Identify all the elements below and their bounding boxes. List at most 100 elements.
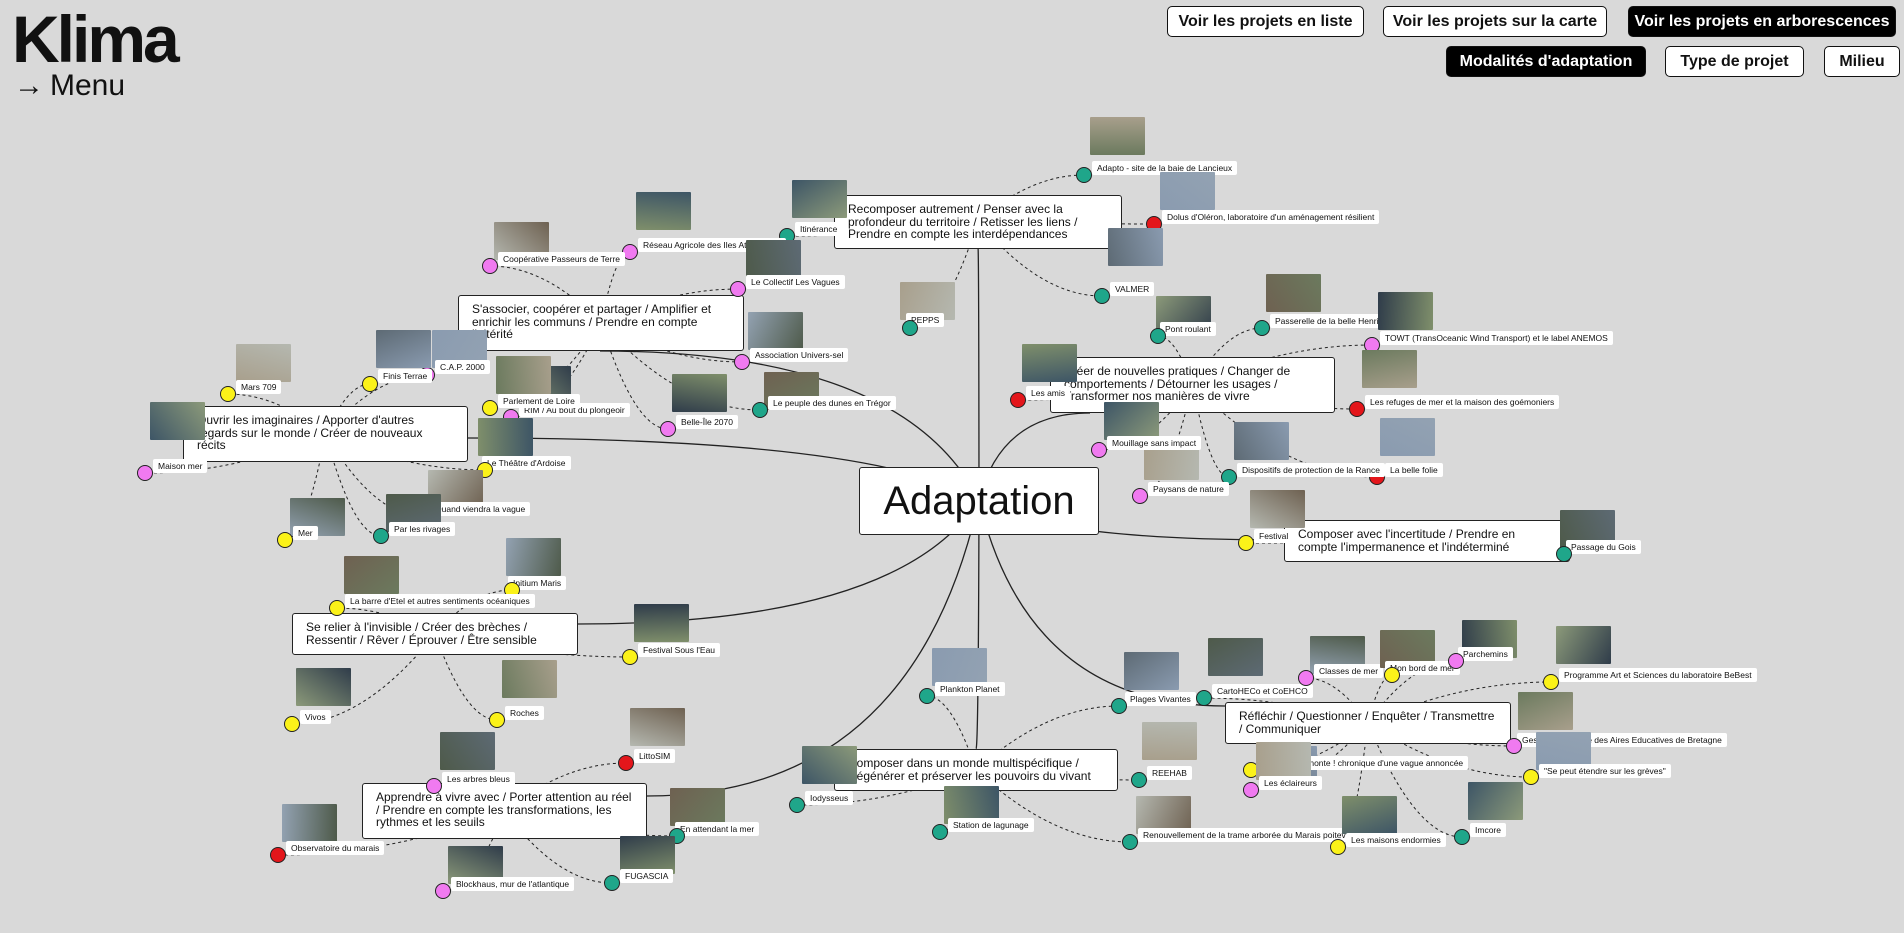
project-dot[interactable] xyxy=(1556,546,1572,562)
category-node[interactable]: Composer avec l'incertitude / Prendre en… xyxy=(1284,520,1570,562)
project-dot[interactable] xyxy=(489,712,505,728)
view-list-button[interactable]: Voir les projets en liste xyxy=(1167,6,1364,37)
project-label[interactable]: Quand viendra la vague xyxy=(430,502,531,516)
project-dot[interactable] xyxy=(284,716,300,732)
project-thumbnail[interactable] xyxy=(496,356,551,394)
category-node[interactable]: Se relier à l'invisible / Créer des brèc… xyxy=(292,613,578,655)
project-thumbnail[interactable] xyxy=(1380,418,1435,456)
project-label[interactable]: Mars 709 xyxy=(236,380,282,394)
project-thumbnail[interactable] xyxy=(296,668,351,706)
project-dot[interactable] xyxy=(1132,488,1148,504)
project-thumbnail[interactable] xyxy=(1022,344,1077,382)
project-label[interactable]: REEHAB xyxy=(1147,766,1192,780)
category-node[interactable]: Réfléchir / Questionner / Enquêter / Tra… xyxy=(1225,702,1511,744)
project-thumbnail[interactable] xyxy=(1160,172,1215,210)
project-label[interactable]: Dispositifs de protection de la Rance xyxy=(1237,463,1385,477)
project-thumbnail[interactable] xyxy=(1556,626,1611,664)
project-dot[interactable] xyxy=(1010,392,1026,408)
project-label[interactable]: Programme Art et Sciences du laboratoire… xyxy=(1559,668,1757,682)
category-node[interactable]: Composer dans un monde multispécifique /… xyxy=(834,749,1118,791)
project-dot[interactable] xyxy=(919,688,935,704)
project-thumbnail[interactable] xyxy=(802,746,857,784)
klima-logo[interactable]: Klima xyxy=(12,2,180,76)
project-thumbnail[interactable] xyxy=(1378,292,1433,330)
project-thumbnail[interactable] xyxy=(1362,350,1417,388)
project-label[interactable]: Imcore xyxy=(1470,823,1506,837)
project-dot[interactable] xyxy=(426,778,442,794)
project-thumbnail[interactable] xyxy=(1266,274,1321,312)
view-tree-button[interactable]: Voir les projets en arborescences xyxy=(1628,6,1896,37)
project-thumbnail[interactable] xyxy=(236,344,291,382)
project-dot[interactable] xyxy=(277,532,293,548)
project-label[interactable]: Dolus d'Oléron, laboratoire d'un aménage… xyxy=(1162,210,1380,224)
project-dot[interactable] xyxy=(1091,442,1107,458)
project-label[interactable]: Mouillage sans impact xyxy=(1107,436,1202,450)
project-label[interactable]: CartoHECo et CoEHCO xyxy=(1212,684,1313,698)
project-dot[interactable] xyxy=(435,883,451,899)
project-thumbnail[interactable] xyxy=(636,192,691,230)
project-thumbnail[interactable] xyxy=(1136,796,1191,834)
project-label[interactable]: Les arbres bleus xyxy=(442,772,515,786)
project-dot[interactable] xyxy=(362,376,378,392)
project-thumbnail[interactable] xyxy=(944,786,999,824)
project-dot[interactable] xyxy=(220,386,236,402)
project-thumbnail[interactable] xyxy=(1142,722,1197,760)
project-dot[interactable] xyxy=(932,824,948,840)
project-thumbnail[interactable] xyxy=(792,180,847,218)
project-label[interactable]: Coopérative Passeurs de Terre xyxy=(498,252,626,266)
project-label[interactable]: TOWT (TransOceanic Wind Transport) et le… xyxy=(1380,331,1613,345)
project-label[interactable]: Plankton Planet xyxy=(935,682,1005,696)
project-label[interactable]: Maison mer xyxy=(153,459,208,473)
project-thumbnail[interactable] xyxy=(150,402,205,440)
project-dot[interactable] xyxy=(1122,834,1138,850)
project-dot[interactable] xyxy=(1448,653,1464,669)
project-label[interactable]: Le Théâtre d'Ardoise xyxy=(482,456,571,470)
project-label[interactable]: monte ! chronique d'une vague annoncée xyxy=(1302,756,1469,770)
project-label[interactable]: Paysans de nature xyxy=(1148,482,1229,496)
project-label[interactable]: Parchemins xyxy=(1458,647,1513,661)
project-dot[interactable] xyxy=(1238,535,1254,551)
project-label[interactable]: Observatoire du marais xyxy=(286,841,385,855)
project-thumbnail[interactable] xyxy=(672,374,727,412)
project-thumbnail[interactable] xyxy=(670,788,725,826)
project-label[interactable]: Renouvellement de la trame arborée du Ma… xyxy=(1138,828,1358,842)
project-dot[interactable] xyxy=(373,528,389,544)
project-dot[interactable] xyxy=(660,421,676,437)
project-dot[interactable] xyxy=(1076,167,1092,183)
category-node[interactable]: Recomposer autrement / Penser avec la pr… xyxy=(834,195,1122,249)
project-label[interactable]: FUGASCIA xyxy=(620,869,674,883)
project-label[interactable]: Pont roulant xyxy=(1160,322,1216,336)
project-label[interactable]: LittoSIM xyxy=(634,749,676,763)
project-dot[interactable] xyxy=(752,402,768,418)
category-node[interactable]: Ouvrir les imaginaires / Apporter d'autr… xyxy=(183,406,468,462)
category-node[interactable]: Apprendre à vivre avec / Porter attentio… xyxy=(362,783,647,839)
project-label[interactable]: Classes de mer xyxy=(1314,664,1384,678)
project-thumbnail[interactable] xyxy=(376,330,431,368)
project-label[interactable]: Le Collectif Les Vagues xyxy=(746,275,845,289)
project-dot[interactable] xyxy=(622,649,638,665)
project-dot[interactable] xyxy=(137,465,153,481)
project-dot[interactable] xyxy=(482,400,498,416)
project-thumbnail[interactable] xyxy=(634,604,689,642)
project-dot[interactable] xyxy=(482,258,498,274)
center-node-adaptation[interactable]: Adaptation xyxy=(859,467,1099,535)
project-dot[interactable] xyxy=(1330,839,1346,855)
project-label[interactable]: Adapto - site de la baie de Lancieux xyxy=(1092,161,1238,175)
project-label[interactable]: Passerelle de la belle Henriette xyxy=(1270,314,1398,328)
project-label[interactable]: Station de lagunage xyxy=(948,818,1034,832)
project-dot[interactable] xyxy=(1349,401,1365,417)
project-label[interactable]: Passage du Gois xyxy=(1566,540,1641,554)
project-thumbnail[interactable] xyxy=(506,538,561,576)
project-thumbnail[interactable] xyxy=(502,660,557,698)
project-dot[interactable] xyxy=(1454,829,1470,845)
project-label[interactable]: Itinérance xyxy=(795,222,843,236)
project-label[interactable]: Le peuple des dunes en Trégor xyxy=(768,396,896,410)
project-dot[interactable] xyxy=(1221,469,1237,485)
project-thumbnail[interactable] xyxy=(1208,638,1263,676)
project-label[interactable]: La barre d'Etel et autres sentiments océ… xyxy=(345,594,535,608)
project-label[interactable]: Association Univers-sel xyxy=(750,348,849,362)
project-dot[interactable] xyxy=(1243,782,1259,798)
project-thumbnail[interactable] xyxy=(478,418,533,456)
project-label[interactable]: Finis Terrae xyxy=(378,369,433,383)
project-thumbnail[interactable] xyxy=(1518,692,1573,730)
